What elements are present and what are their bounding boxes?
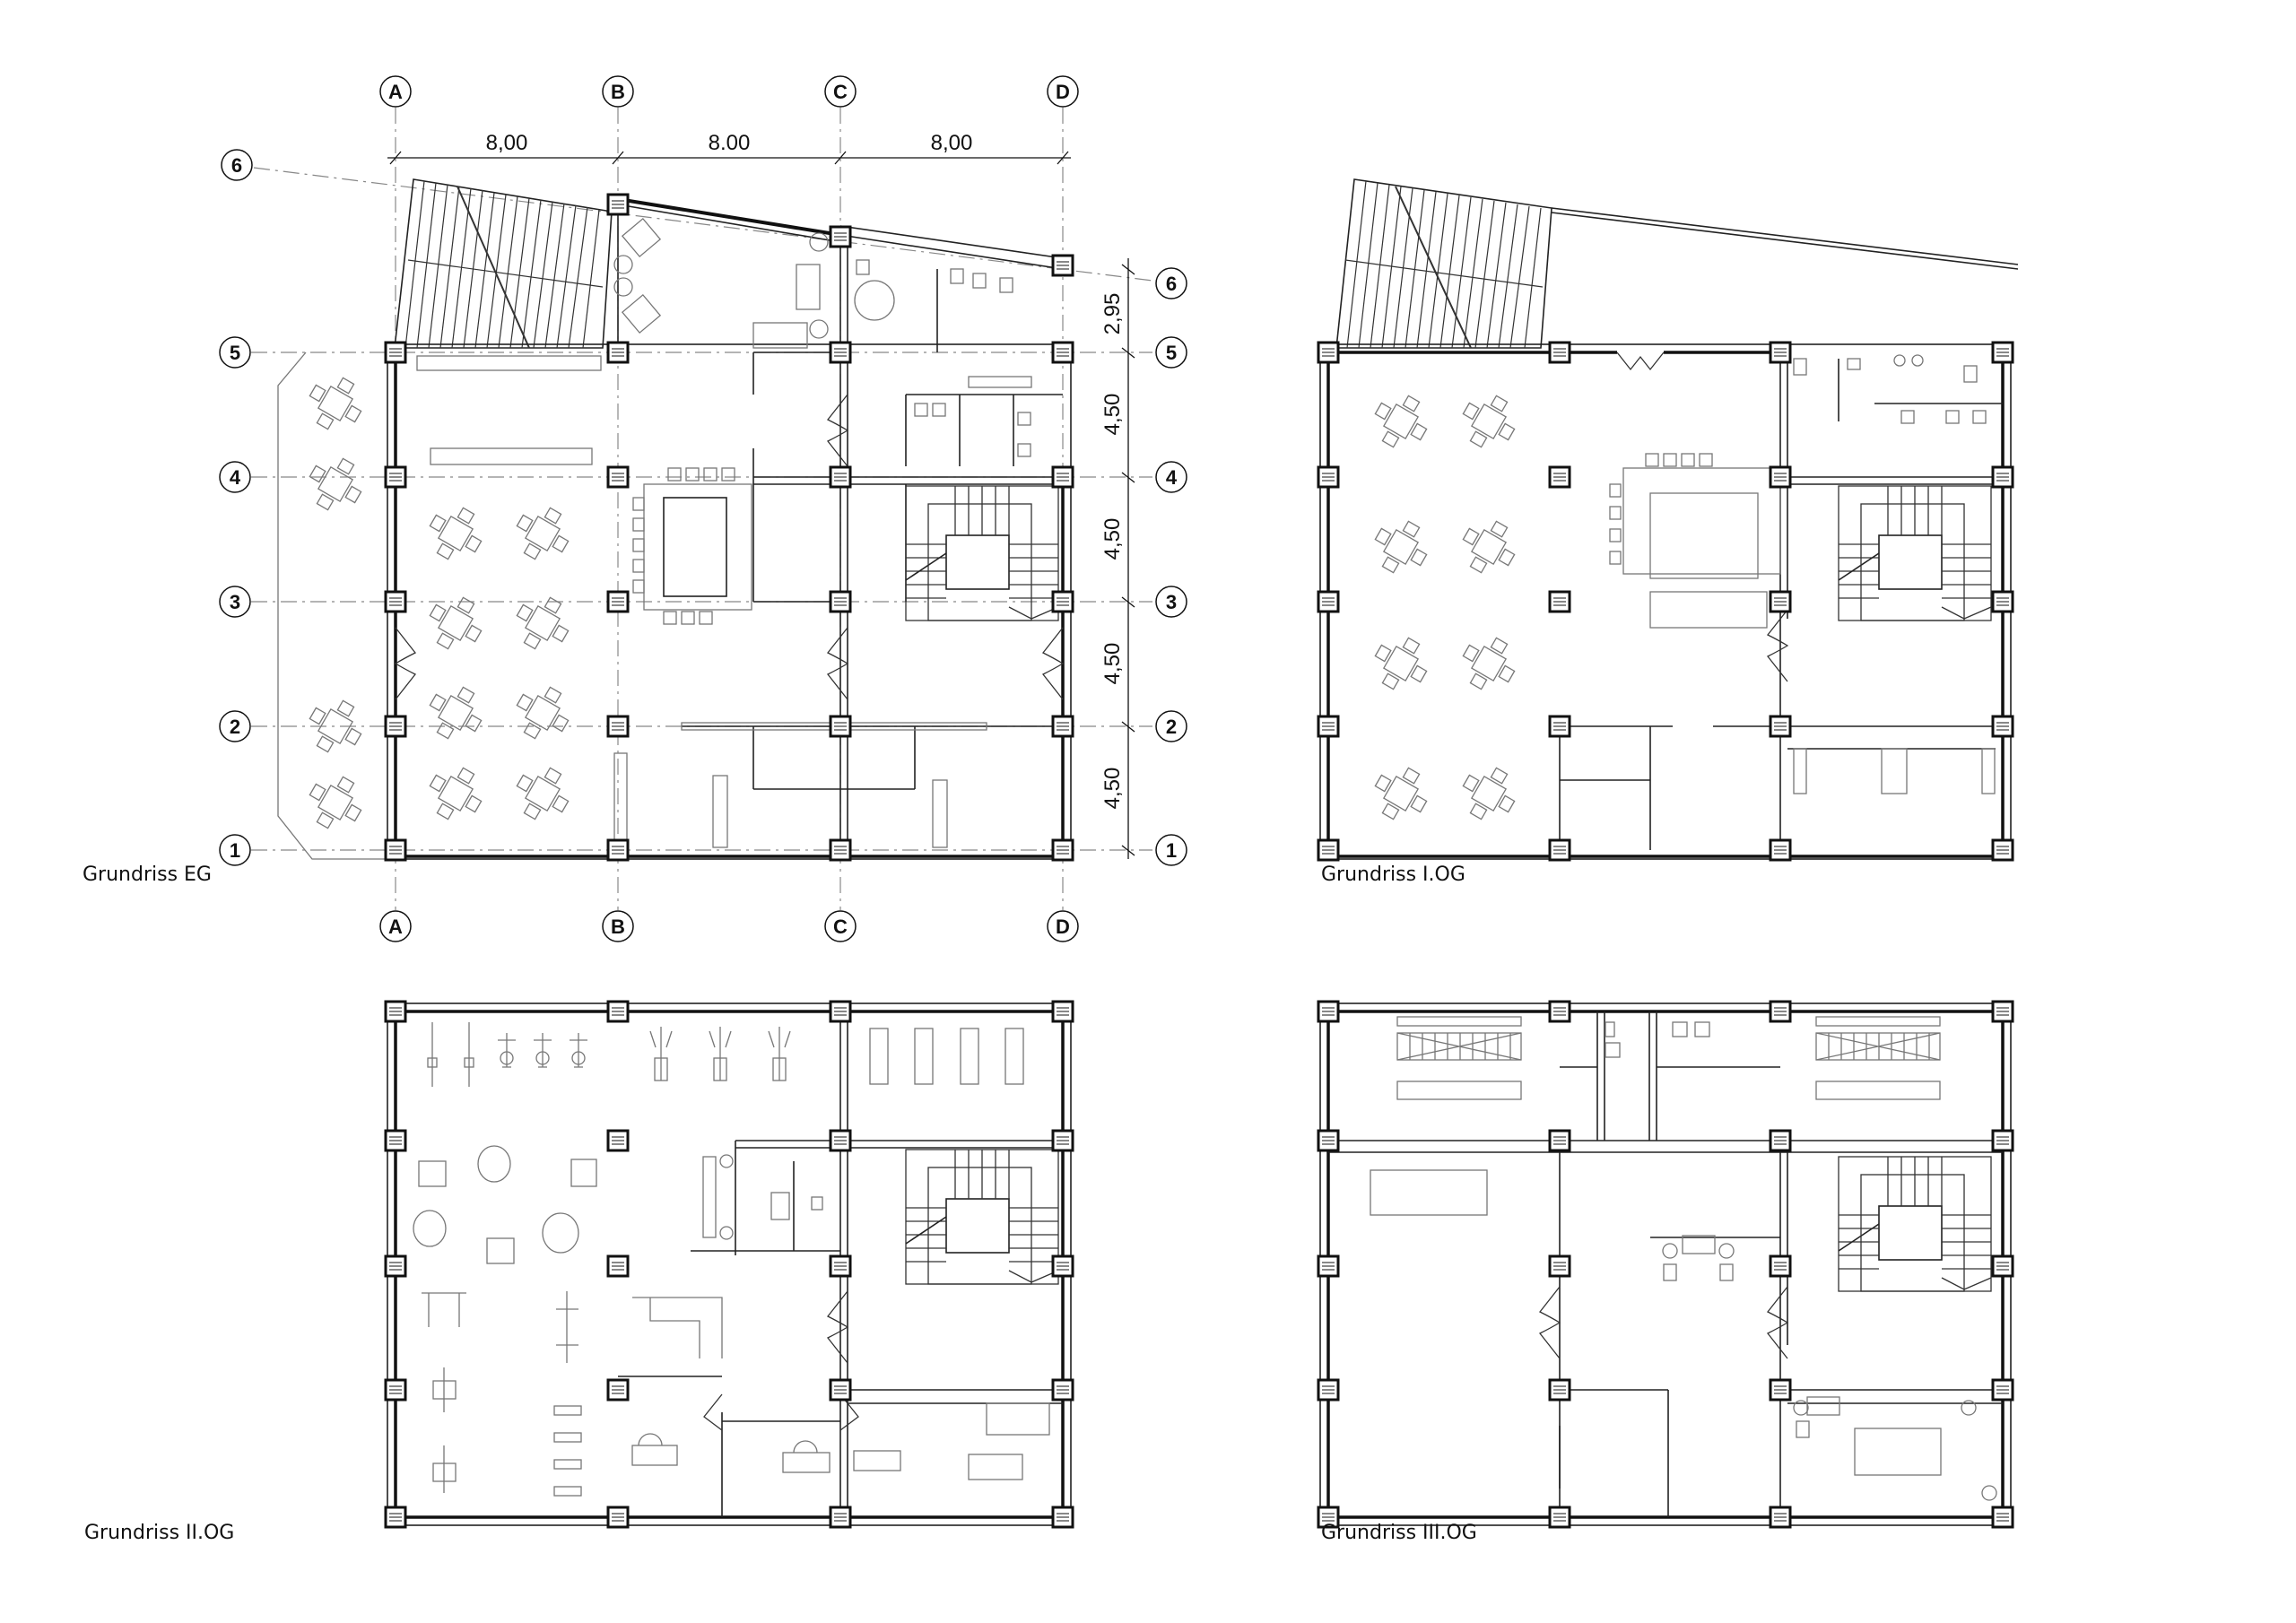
dimension-chain-horizontal: 8,00 8.00 8,00 [387,131,1071,165]
bench [416,355,602,371]
columns-og2 [384,1000,1074,1529]
svg-text:4,50: 4,50 [1100,643,1125,685]
svg-text:D: D [1056,81,1070,103]
svg-text:4: 4 [230,466,241,489]
gym-equipment [413,1022,1050,1497]
shelf [712,775,728,848]
svg-text:A: A [388,916,403,938]
svg-text:6: 6 [1166,273,1177,295]
plan-title-eg: Grundriss EG [83,864,212,886]
svg-text:8,00: 8,00 [931,131,973,155]
plan-title-og3: Grundriss III.OG [1321,1522,1477,1544]
svg-text:6: 6 [231,154,242,177]
double-door-icon [1539,1286,1561,1359]
plan-title-og1: Grundriss I.OG [1321,864,1465,886]
bar-counter-eg [632,467,752,625]
svg-text:2: 2 [1166,716,1177,738]
svg-text:D: D [1056,916,1070,938]
double-door-icon [1767,609,1788,682]
exterior-ramp-hatch-og1 [1335,178,1552,349]
restroom-fixtures-og1 [1793,354,1987,424]
shelf [613,752,628,844]
stair-icon [1838,485,1992,621]
counter-og1 [1609,453,1781,629]
reception-desk [632,1297,723,1358]
svg-text:5: 5 [1166,342,1177,364]
plan-title-og2: Grundriss II.OG [84,1522,235,1544]
grid-lines-eg [251,108,1153,910]
exterior-ramp-hatch [394,178,613,349]
svg-text:2: 2 [230,716,240,738]
exterior-walls-og1 [1319,343,2012,860]
dimension-chain-vertical: 2,95 4,50 4,50 4,50 4,50 [1100,258,1135,859]
plan-og1 [1317,178,2019,862]
svg-text:4,50: 4,50 [1100,394,1125,436]
svg-text:B: B [611,81,625,103]
interior-walls-og3 [1328,1011,2003,1517]
plan-eg: A B C D A B C D 6 5 4 3 [219,75,1187,942]
svg-text:A: A [388,81,403,103]
svg-text:8,00: 8,00 [486,131,528,155]
svg-text:8.00: 8.00 [709,131,751,155]
roof-edge [1551,207,2019,265]
svg-text:4,50: 4,50 [1100,768,1125,810]
svg-text:2,95: 2,95 [1100,293,1125,335]
columns-og1 [1317,341,2014,862]
bench [430,447,593,465]
double-door-icon [827,394,848,467]
svg-text:3: 3 [230,591,240,613]
svg-text:4,50: 4,50 [1100,518,1125,560]
restroom-fixtures-eg [856,259,1032,457]
double-door-icon [827,627,848,700]
plan-og3 [1317,1000,2014,1529]
stair-icon [1838,1156,1992,1292]
stair-icon [905,1149,1059,1285]
north-facade [617,197,1064,270]
desks-og1 [1793,748,1996,794]
svg-text:1: 1 [1166,839,1177,862]
double-door-icon [1767,1286,1788,1359]
plan-og2 [384,1000,1074,1529]
interior-walls-og1 [1559,344,2003,850]
svg-text:1: 1 [230,839,240,862]
columns-eg [384,193,1074,862]
interior-walls-eg [682,235,1063,850]
double-door-icon [395,627,416,700]
dining-tables-eg [309,377,570,829]
double-door-icon [703,1393,859,1431]
svg-text:5: 5 [230,342,240,364]
axis-markers-right: 6 5 4 3 2 1 [1155,267,1187,866]
double-door-icon [827,1290,848,1364]
svg-text:C: C [833,81,848,103]
axis-markers-left: 6 5 4 3 2 1 [219,149,253,866]
lockers-og3 [1370,1016,1997,1501]
svg-text:B: B [611,916,625,938]
svg-text:C: C [833,916,848,938]
terrace-outline [277,352,386,860]
dining-tables-og1 [1374,395,1516,820]
axis-markers-bottom: A B C D [379,910,1079,942]
double-door-icon [1042,627,1064,700]
lounge-furniture [613,217,895,349]
interior-walls-og2 [618,1011,1063,1517]
axis-markers-top: A B C D [379,75,1079,108]
stair-icon [905,485,1059,621]
double-door-icon [1616,352,1665,371]
exterior-walls-og2 [387,1002,1072,1526]
svg-text:4: 4 [1166,466,1178,489]
shelf [932,779,948,848]
svg-text:3: 3 [1166,591,1177,613]
